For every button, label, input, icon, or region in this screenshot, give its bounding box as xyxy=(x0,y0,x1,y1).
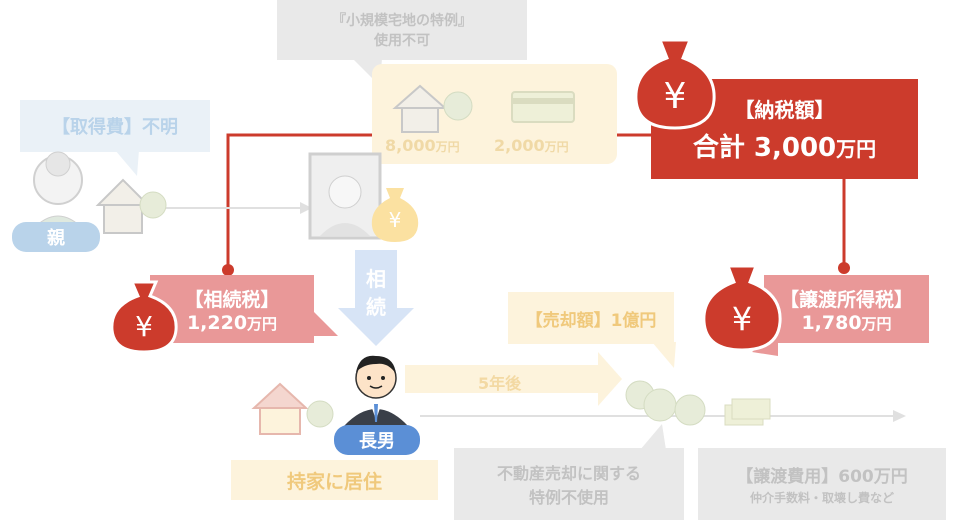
svg-text:¥: ¥ xyxy=(389,208,402,232)
real-estate-rule-box: 不動産売却に関する 特例不使用 xyxy=(454,448,684,520)
special-rule-box: 『小規模宅地の特例』 使用不可 xyxy=(277,0,527,60)
years-later-label: 5年後 xyxy=(478,374,522,393)
transfer-income-tax-box: 【譲渡所得税】 1,780万円 xyxy=(764,275,929,343)
money-bag-icon-inheritance: ¥ xyxy=(110,280,178,354)
connector-dot-right xyxy=(838,262,850,274)
svg-text:¥: ¥ xyxy=(732,300,752,338)
cash-card-icon xyxy=(511,91,575,123)
owner-residence-box: 持家に居住 xyxy=(231,460,438,500)
cash-amount: 2,000 xyxy=(494,136,545,155)
house-amount: 8,000 xyxy=(385,136,436,155)
parent-label: 親 xyxy=(12,222,100,252)
inheritance-label: 相 続 xyxy=(366,267,386,319)
years-arrow xyxy=(598,352,622,406)
svg-text:¥: ¥ xyxy=(135,310,153,343)
connector-dot-left xyxy=(222,264,234,276)
transfer-cost-box: 【譲渡費用】600万円 仲介手数料・取壊し費など xyxy=(698,448,946,520)
money-bag-icon-faded: ¥ xyxy=(371,188,419,242)
memorial-portrait-icon xyxy=(308,152,382,240)
inheritance-tax-box: 【相続税】 1,220万円 xyxy=(150,275,314,343)
svg-text:¥: ¥ xyxy=(664,76,687,117)
money-bag-icon-total: ¥ xyxy=(634,38,716,130)
eldest-son-label: 長男 xyxy=(334,425,420,455)
house-icon xyxy=(392,84,473,133)
acquisition-cost-box: 【取得費】不明 xyxy=(20,100,210,152)
residence-house-icon xyxy=(251,382,334,435)
parent-figure xyxy=(30,151,167,234)
inheritance-arrow xyxy=(338,308,414,346)
sale-amount-box: 【売却額】1億円 xyxy=(508,292,674,344)
eldest-son-figure xyxy=(344,355,408,426)
money-bag-icon-transfer: ¥ xyxy=(702,264,782,352)
